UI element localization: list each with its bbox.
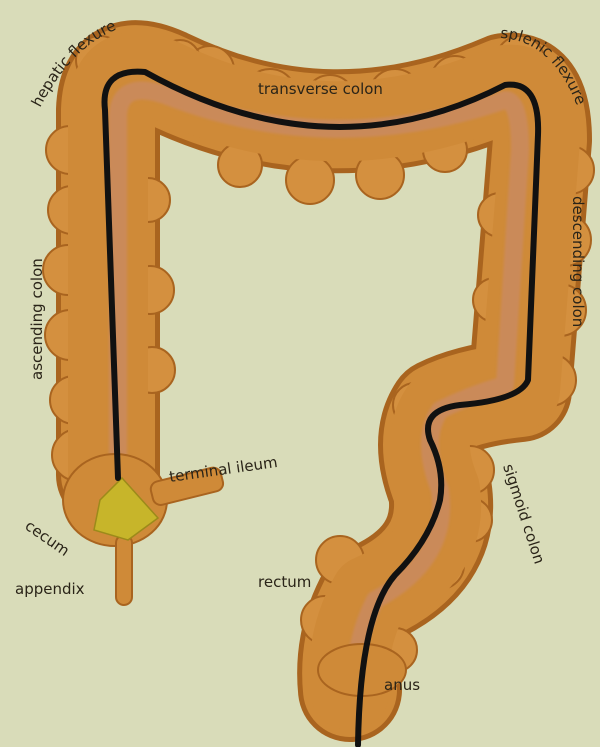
label-transverse-colon: transverse colon	[258, 80, 383, 98]
label-ascending-colon: ascending colon	[28, 258, 46, 380]
label-descending-colon: descending colon	[569, 196, 587, 327]
label-sigmoid-colon: sigmoid colon	[499, 462, 548, 567]
appendix-tube	[116, 535, 132, 605]
label-appendix: appendix	[15, 580, 85, 598]
label-anus: anus	[384, 676, 420, 694]
label-rectum: rectum	[258, 573, 311, 591]
label-cecum: cecum	[22, 517, 73, 560]
